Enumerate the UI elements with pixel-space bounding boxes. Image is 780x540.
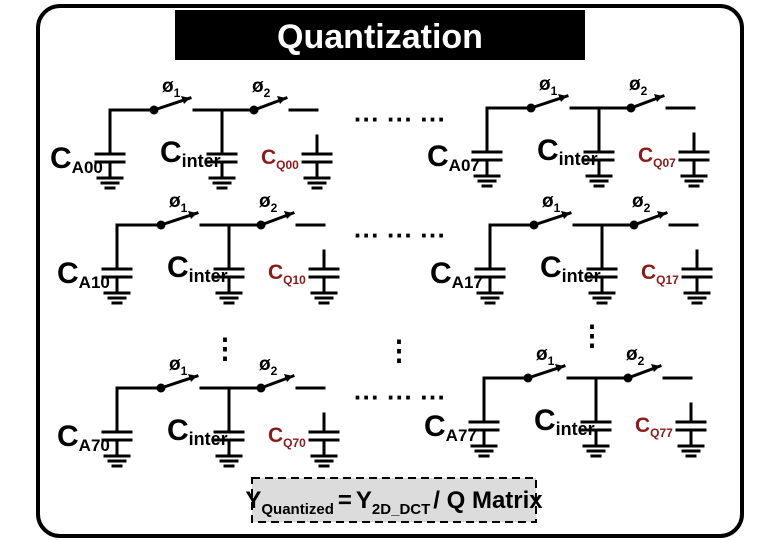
inter-label: Cinter [534,404,595,439]
ellipsis-row-0: ··· ··· ··· [354,104,446,134]
switch-phi1 [523,364,566,383]
vdots-right: ⋮ [578,320,606,351]
switch-phi1 [156,211,199,230]
phi2-label: ø2 [626,344,645,368]
capacitor-inter [206,134,238,190]
phi1-label: ø1 [536,344,555,368]
switch-phi2 [623,364,662,383]
formula-eq: = [338,487,352,514]
capacitor-ca [94,134,126,190]
phi2-label: ø2 [632,191,651,215]
inter-label: Cinter [167,251,228,286]
phi1-label: ø1 [169,354,188,378]
cq-label: CQ00 [261,146,299,172]
capacitor-cq [681,249,713,305]
switch-phi2 [626,94,665,113]
cq-label: CQ07 [638,144,676,170]
phi2-label: ø2 [629,74,648,98]
ca-label: CA77 [424,410,477,445]
inter-label: Cinter [537,134,598,169]
capacitor-ca [468,402,500,458]
phi1-label: ø1 [539,74,558,98]
capacitor-inter [583,132,615,188]
ellipsis-row-1: ··· ··· ··· [354,220,446,250]
capacitor-cq [675,402,707,458]
ellipsis-row-7: ··· ··· ··· [354,382,446,412]
capacitor-inter [213,412,245,468]
ca-label: CA00 [50,142,103,177]
phi1-label: ø1 [542,191,561,215]
inter-label: Cinter [167,414,228,449]
capacitor-ca [474,249,506,305]
outer-frame [36,4,744,538]
capacitor-cq [308,249,340,305]
formula-rhs-sub: 2D_DCT [372,501,430,518]
capacitor-ca [471,132,503,188]
capacitor-ca [101,249,133,305]
ca-label: CA70 [57,420,110,455]
phi2-label: ø2 [252,76,271,100]
inter-label: Cinter [540,251,601,286]
switch-phi2 [249,96,288,115]
phi2-label: ø2 [259,354,278,378]
capacitor-inter [586,249,618,305]
title: Quantization [277,18,483,56]
ca-label: CA17 [430,257,483,292]
switch-phi1 [156,374,199,393]
switch-phi1 [526,94,569,113]
formula: YQuantized=Y2D_DCT/ Q Matrix [245,487,543,518]
inter-label: Cinter [160,136,221,171]
phi1-label: ø1 [169,191,188,215]
formula-lhs-main: Y [245,487,261,514]
capacitor-cq [301,134,333,190]
title-bar [175,10,585,60]
capacitor-inter [580,402,612,458]
formula-lhs-sub: Quantized [261,501,334,518]
cq-label: CQ10 [268,261,306,287]
ca-label: CA07 [427,140,480,175]
vdots-left: ⋮ [211,333,239,364]
formula-box [251,477,537,523]
cq-label: CQ17 [641,261,679,287]
formula-rhs-main: Y [356,487,372,514]
capacitor-cq [678,132,710,188]
cq-label: CQ77 [635,414,673,440]
switch-phi2 [256,211,295,230]
phi2-label: ø2 [259,191,278,215]
vdots-center: ⋮ [385,335,413,366]
switch-phi2 [256,374,295,393]
switch-phi1 [529,211,572,230]
capacitor-inter [213,249,245,305]
formula-rhs-rest: / Q Matrix [433,487,543,514]
switch-phi2 [629,211,668,230]
capacitor-cq [308,412,340,468]
cq-label: CQ70 [268,424,306,450]
ca-label: CA10 [57,257,110,292]
phi1-label: ø1 [162,76,181,100]
switch-phi1 [149,96,192,115]
capacitor-ca [101,412,133,468]
